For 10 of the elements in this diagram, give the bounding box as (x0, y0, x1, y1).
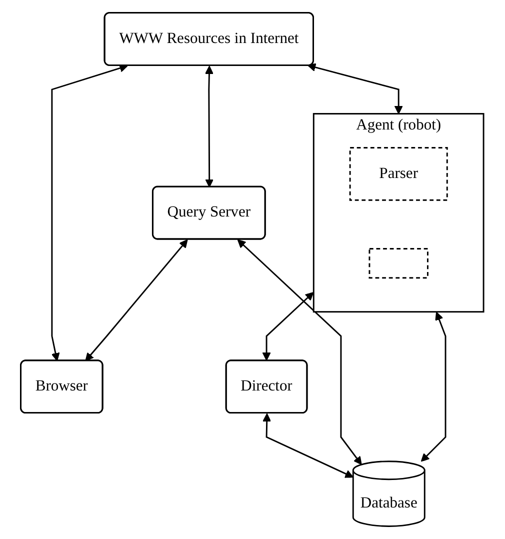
arrow (262, 292, 314, 361)
arrow (262, 413, 354, 478)
node-box: Parser (350, 147, 448, 201)
arrow (52, 64, 128, 362)
node-box (369, 248, 429, 279)
arrow (238, 239, 362, 465)
arrow (86, 239, 188, 362)
arrow (308, 63, 404, 114)
arrow (205, 66, 214, 188)
arrow (421, 312, 447, 462)
